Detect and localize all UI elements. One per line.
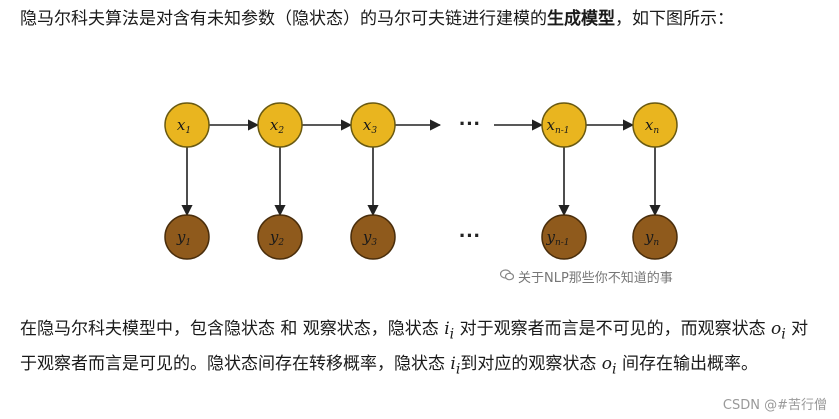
observed-node-label: yn-1 <box>545 228 569 248</box>
hidden-node-label-sub: n-1 <box>555 126 570 136</box>
hidden-node-1: x1 <box>164 102 210 148</box>
hidden-node-label: xn-1 <box>546 116 569 136</box>
observed-node-label: yn <box>644 228 659 248</box>
hidden-node-label-base: x <box>363 116 372 134</box>
observed-node-4: yn-1 <box>541 214 587 260</box>
hidden-node-label-base: x <box>546 116 555 134</box>
observed-node-label-sub: 3 <box>371 238 377 248</box>
observed-node-label-base: y <box>545 228 555 246</box>
observed-node-label: y2 <box>269 228 284 248</box>
body-text-3: 对于观察者而言是可见的。隐状态间存在转移概率，隐状态 <box>20 319 809 375</box>
intro-bold-term: 生成模型 <box>547 9 615 29</box>
var-sub: i <box>449 326 455 343</box>
hidden-node-2: x2 <box>257 102 303 148</box>
hidden-node-label-sub: 1 <box>185 126 191 136</box>
hidden-node-label: xn <box>645 116 659 136</box>
body-paragraph: 在隐马尔科夫模型中，包含隐状态 和 观察状态，隐状态 ii 对于观察者而言是不可… <box>20 314 825 385</box>
var-base: i <box>444 319 450 339</box>
observed-node-5: yn <box>632 214 678 260</box>
ellipsis-observed: ··· <box>459 223 481 248</box>
observed-node-label-base: y <box>644 228 654 246</box>
hidden-node-label-sub: 3 <box>371 126 377 136</box>
body-text-1: 在隐马尔科夫模型中，包含隐状态 和 观察状态，隐状态 <box>20 319 445 339</box>
hidden-node-label: x3 <box>363 116 377 136</box>
var-sub: i <box>612 361 617 378</box>
observed-node-label: y1 <box>176 228 191 248</box>
watermark-label: 关于NLP那些你不知道的事 <box>518 271 673 286</box>
observed-node-circle <box>541 214 587 260</box>
observed-node-2: y2 <box>257 214 303 260</box>
observed-node-label-sub: n <box>653 238 659 248</box>
observed-node-label: y3 <box>362 228 377 248</box>
observed-node-label-sub: n-1 <box>555 238 570 248</box>
observed-node-circle <box>257 214 303 260</box>
var-o-1: oi <box>771 319 786 343</box>
wechat-icon <box>500 269 514 281</box>
hidden-node-5: xn <box>632 102 678 148</box>
var-sub: i <box>455 361 461 378</box>
observed-node-circle <box>350 214 396 260</box>
observed-node-label-base: y <box>269 228 279 246</box>
hidden-node-circle <box>350 102 396 148</box>
var-base: o <box>601 354 613 375</box>
var-sub: i <box>781 326 786 343</box>
hidden-node-label-sub: 2 <box>277 126 284 136</box>
observed-node-label-sub: 2 <box>277 238 284 248</box>
hidden-node-label: x1 <box>177 116 191 136</box>
hidden-node-label: x2 <box>270 116 284 136</box>
observed-node-3: y3 <box>350 214 396 260</box>
observed-node-circle <box>632 214 678 260</box>
observed-node-label-base: y <box>362 228 372 246</box>
footer-credit: CSDN @#苦行僧 <box>722 398 827 413</box>
ellipsis-hidden: ··· <box>459 111 481 136</box>
hidden-node-label-base: x <box>270 116 279 134</box>
hidden-node-label-sub: n <box>653 126 659 136</box>
var-base: o <box>771 319 782 339</box>
hidden-node-3: x3 <box>350 102 396 148</box>
var-i-2: ii <box>450 354 460 377</box>
intro-paragraph: 隐马尔科夫算法是对含有未知参数（隐状态）的马尔可夫链进行建模的生成模型，如下图所… <box>20 4 825 34</box>
intro-text-after: ，如下图所示： <box>615 9 734 29</box>
observed-node-1: y1 <box>164 214 210 260</box>
hidden-node-circle <box>541 102 587 148</box>
observed-node-label-base: y <box>176 228 186 246</box>
hidden-node-circle <box>632 102 678 148</box>
body-text-5: 间存在输出概率。 <box>616 354 758 375</box>
var-o-2: oi <box>601 354 617 377</box>
hidden-node-circle <box>257 102 303 148</box>
body-text-4: 到对应的观察状态 <box>460 354 602 375</box>
var-i-1: ii <box>444 319 455 343</box>
hidden-node-label-base: x <box>645 116 654 134</box>
var-base: i <box>450 354 456 375</box>
observed-node-circle <box>164 214 210 260</box>
hidden-node-circle <box>164 102 210 148</box>
diagram-edges <box>181 119 661 217</box>
body-text-2: 对于观察者而言是不可见的，而观察状态 <box>454 319 771 339</box>
hidden-node-label-base: x <box>177 116 186 134</box>
observed-node-label-sub: 1 <box>185 238 191 248</box>
hidden-node-4: xn-1 <box>541 102 587 148</box>
intro-text-before: 隐马尔科夫算法是对含有未知参数（隐状态）的马尔可夫链进行建模的 <box>20 9 547 29</box>
